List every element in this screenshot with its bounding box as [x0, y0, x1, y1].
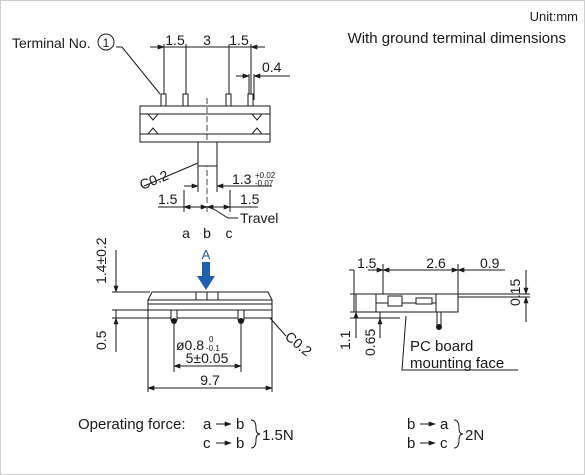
unit-label: Unit:mm	[530, 9, 578, 24]
pitch-right-label: 1.5	[229, 32, 249, 48]
force2-from-b: b	[407, 416, 415, 433]
position-a: a	[182, 225, 190, 241]
pc-board-line2: mounting face	[410, 355, 504, 372]
travel-right-label: 1.5	[240, 191, 260, 207]
pitch-mid-label: 3	[203, 32, 211, 48]
force1-from-a: a	[203, 416, 212, 433]
pin-3	[225, 93, 232, 107]
terminal-leader	[116, 46, 161, 95]
force1-from-c: c	[203, 435, 211, 452]
brace-2	[453, 419, 464, 449]
force2-value: 2N	[465, 427, 484, 444]
side-right-label: 0.9	[480, 255, 500, 271]
pin-1	[160, 93, 167, 107]
side-body-label: 1.1	[337, 330, 353, 350]
side-leg-label: 0.65	[362, 329, 378, 356]
side-left-label: 1.5	[357, 255, 377, 271]
hole-pitch-label: 5±0.05	[186, 350, 229, 366]
knob	[197, 141, 218, 167]
pc-board-leader	[401, 315, 518, 371]
terminal-number: 1	[103, 36, 110, 50]
force2-to-a: a	[440, 416, 449, 433]
subtitle: With ground terminal dimensions	[348, 30, 566, 47]
force2-from-b2: b	[407, 435, 415, 452]
pin-2	[182, 93, 189, 107]
force1-to-b2: b	[236, 435, 244, 452]
view-arrow-icon	[197, 262, 215, 290]
hole-tol-lower: -0.1	[206, 344, 220, 353]
travel-leader	[211, 207, 238, 219]
position-b: b	[203, 225, 211, 241]
brace-1	[250, 419, 261, 449]
force1-to-b: b	[236, 416, 244, 433]
height-total-label: 1.4±0.2	[93, 237, 109, 284]
switch-body	[139, 105, 271, 143]
knob-tol-lower: -0.07	[255, 179, 274, 188]
pin-4	[247, 93, 254, 107]
travel-label: Travel	[240, 210, 278, 226]
width-label: 9.7	[200, 372, 220, 388]
chamfer-leader-top	[143, 162, 199, 187]
side-top-label: 0.15	[507, 279, 523, 306]
force1-value: 1.5N	[262, 427, 294, 444]
base-height-label: 0.5	[93, 330, 109, 350]
hole-label: ø0.8	[176, 337, 204, 353]
position-c: c	[226, 225, 233, 241]
top-view: Terminal No. 1 1.5 3 1.5 0.4	[12, 32, 290, 241]
knob-tol-upper: +0.02	[255, 171, 276, 180]
operating-force: Operating force: a b c b 1.5N b a b c 2N	[78, 416, 484, 452]
chamfer-leader-front	[269, 317, 287, 337]
view-arrow-label: A	[202, 247, 211, 262]
knob-width-label: 1.3	[232, 171, 252, 187]
terminal-number-circle	[97, 33, 115, 51]
side-view: 1.5 2.6 0.9 0.15 1.1 0.65 PC board mount…	[337, 255, 530, 372]
pin-width-label: 0.4	[262, 59, 282, 75]
pc-board-line1: PC board	[410, 338, 473, 355]
side-mid-label: 2.6	[426, 255, 446, 271]
terminal-label: Terminal No.	[12, 35, 91, 51]
pitch-left-label: 1.5	[165, 32, 185, 48]
travel-left-label: 1.5	[158, 191, 178, 207]
force2-to-c: c	[440, 435, 448, 452]
body-front	[147, 299, 273, 311]
hole-tol-upper: 0	[209, 335, 214, 344]
operating-force-label: Operating force:	[78, 416, 186, 433]
